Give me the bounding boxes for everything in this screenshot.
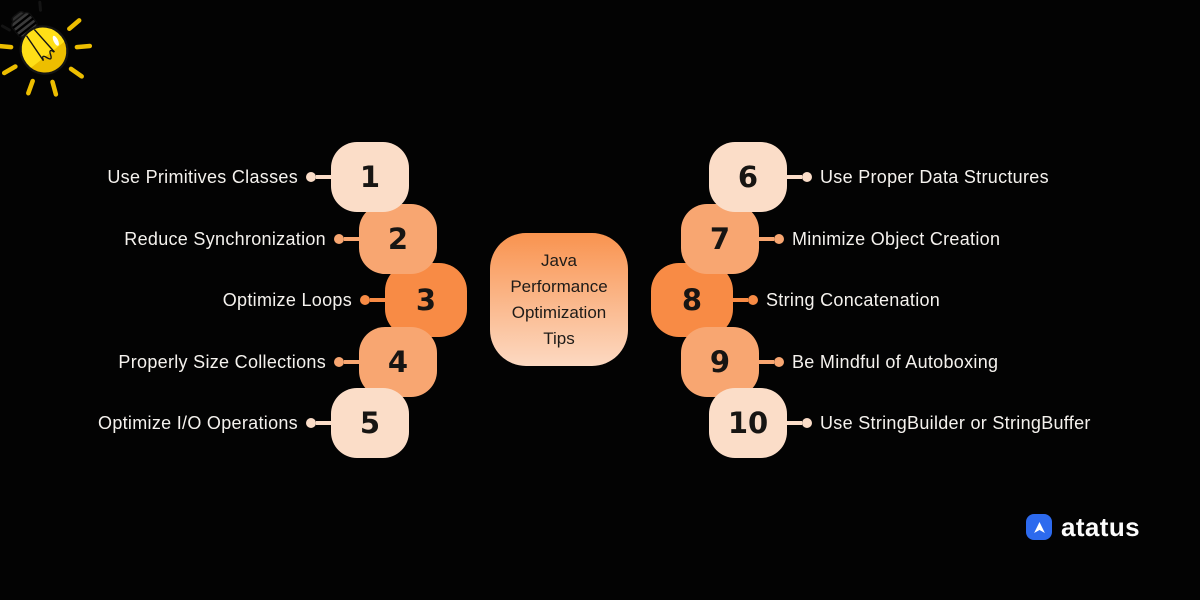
connector xyxy=(360,295,385,305)
tip-label: Minimize Object Creation xyxy=(792,228,1001,249)
tip-label: Use Primitives Classes xyxy=(107,166,298,187)
tip-number-box: 10 xyxy=(709,388,787,458)
tip-number-box: 8 xyxy=(651,263,733,337)
tip-number-box: 5 xyxy=(331,388,409,458)
atatus-logo-icon xyxy=(1026,514,1052,540)
tip-number: 8 xyxy=(681,283,703,317)
connector-line xyxy=(759,360,774,364)
tip-item-7: 7 Minimize Object Creation xyxy=(681,204,1000,274)
tip-label: Optimize Loops xyxy=(222,289,352,310)
connector-dot xyxy=(306,418,316,428)
atatus-logo: atatus xyxy=(1026,514,1140,540)
tip-number-box: 7 xyxy=(681,204,759,274)
tip-item-10: 10 Use StringBuilder or StringBuffer xyxy=(709,388,1091,458)
tip-label: Reduce Synchronization xyxy=(124,228,326,249)
connector-dot xyxy=(334,234,344,244)
connector xyxy=(787,418,812,428)
connector xyxy=(759,357,784,367)
lightbulb-icon xyxy=(0,0,93,97)
tip-item-6: 6 Use Proper Data Structures xyxy=(709,142,1049,212)
tip-number: 4 xyxy=(387,345,409,379)
tip-item-4: Properly Size Collections 4 xyxy=(118,327,437,397)
tip-number-box: 4 xyxy=(359,327,437,397)
tip-label: Use StringBuilder or StringBuffer xyxy=(820,412,1091,433)
tip-number-box: 1 xyxy=(331,142,409,212)
connector-line xyxy=(316,421,331,425)
connector xyxy=(306,172,331,182)
tip-number: 10 xyxy=(727,406,769,440)
connector-line xyxy=(316,175,331,179)
connector-line xyxy=(733,298,748,302)
tip-number: 7 xyxy=(709,222,731,256)
connector-dot xyxy=(774,357,784,367)
connector xyxy=(759,234,784,244)
tip-item-9: 9 Be Mindful of Autoboxing xyxy=(681,327,998,397)
title-line: Optimization xyxy=(511,302,607,322)
connector-dot xyxy=(360,295,370,305)
tip-number: 2 xyxy=(387,222,409,256)
connector-dot xyxy=(774,234,784,244)
connector xyxy=(334,234,359,244)
connector-line xyxy=(344,360,359,364)
tip-number: 9 xyxy=(709,345,731,379)
tip-item-1: Use Primitives Classes 1 xyxy=(107,142,409,212)
tip-item-8: 8 String Concatenation xyxy=(651,263,940,337)
title-line: Performance xyxy=(510,276,608,296)
connector-dot xyxy=(748,295,758,305)
atatus-logo-text: atatus xyxy=(1061,512,1140,542)
connector-line xyxy=(370,298,385,302)
tip-item-5: Optimize I/O Operations 5 xyxy=(98,388,409,458)
tip-number: 6 xyxy=(737,160,759,194)
connector xyxy=(334,357,359,367)
tip-item-2: Reduce Synchronization 2 xyxy=(124,204,437,274)
connector-line xyxy=(787,175,802,179)
tip-label: String Concatenation xyxy=(766,289,941,310)
connector-line xyxy=(759,237,774,241)
connector-dot xyxy=(802,418,812,428)
tip-item-3: Optimize Loops 3 xyxy=(223,263,467,337)
tip-number: 3 xyxy=(415,283,437,317)
connector xyxy=(787,172,812,182)
tip-label: Use Proper Data Structures xyxy=(820,166,1049,187)
tip-label: Be Mindful of Autoboxing xyxy=(792,351,999,372)
tip-number-box: 3 xyxy=(385,263,467,337)
connector-line xyxy=(787,421,802,425)
tip-number-box: 6 xyxy=(709,142,787,212)
tip-number: 5 xyxy=(359,406,381,440)
tip-number: 1 xyxy=(359,160,381,194)
title-line: Java xyxy=(541,250,577,270)
connector-line xyxy=(344,237,359,241)
connector-dot xyxy=(802,172,812,182)
tip-label: Optimize I/O Operations xyxy=(98,412,298,433)
infographic-title: Java Performance Optimization Tips xyxy=(490,233,628,366)
tip-label: Properly Size Collections xyxy=(118,351,326,372)
title-line: Tips xyxy=(543,328,575,348)
connector-dot xyxy=(306,172,316,182)
connector-dot xyxy=(334,357,344,367)
connector xyxy=(733,295,758,305)
connector xyxy=(306,418,331,428)
tip-number-box: 9 xyxy=(681,327,759,397)
tip-number-box: 2 xyxy=(359,204,437,274)
